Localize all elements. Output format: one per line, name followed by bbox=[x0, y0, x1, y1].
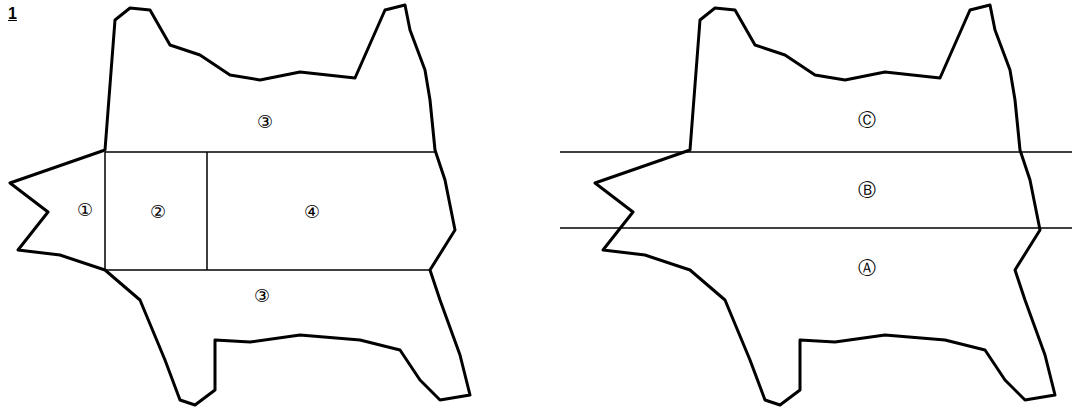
division-line bbox=[104, 152, 106, 270]
region-letter: Ⓒ bbox=[858, 111, 876, 129]
region-number: ① bbox=[77, 201, 93, 219]
hide-outline bbox=[595, 5, 1055, 405]
figure-number: 1 bbox=[8, 6, 17, 22]
region-letter: Ⓑ bbox=[858, 181, 876, 199]
division-line bbox=[105, 151, 436, 153]
region-number: ④ bbox=[304, 203, 320, 221]
region-number: ③ bbox=[257, 113, 273, 131]
region-letter: Ⓐ bbox=[858, 259, 876, 277]
region-number: ② bbox=[150, 203, 166, 221]
division-line bbox=[560, 227, 1072, 229]
hide-outline bbox=[10, 5, 470, 405]
division-line bbox=[206, 152, 208, 270]
division-line bbox=[105, 269, 431, 271]
division-line bbox=[560, 151, 1072, 153]
region-number: ③ bbox=[254, 287, 270, 305]
